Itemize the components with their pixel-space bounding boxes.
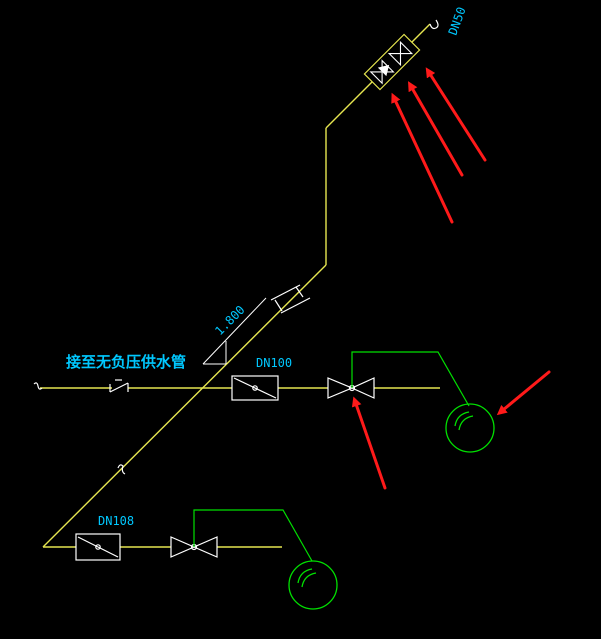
bottom-green-line <box>193 509 313 562</box>
break-mark-diagonal <box>117 464 126 475</box>
top-second-valve-icon <box>387 40 414 67</box>
pressure-tank-icon-bottom <box>288 560 338 610</box>
filter-box-icon-bottom <box>75 533 121 561</box>
elevation-marker <box>202 297 267 365</box>
filter-box-icon <box>231 375 279 401</box>
dn50-label: DN50 <box>446 5 469 37</box>
top-valve-frame <box>363 33 421 91</box>
dn100-label: DN100 <box>256 356 292 370</box>
top-valve-assembly <box>363 33 421 91</box>
pressure-tank-icon-middle <box>445 403 495 453</box>
gate-valve-icon-middle <box>327 377 375 399</box>
top-filled-valve-icon <box>377 64 390 77</box>
red-arrow-icon-4 <box>351 396 387 490</box>
dn108-label: DN108 <box>98 514 134 528</box>
red-arrow-icon-1 <box>391 92 454 224</box>
upper-diagonal-pipe <box>325 81 373 129</box>
top-diagonal-pipe <box>411 23 431 43</box>
pipe-network <box>40 23 440 548</box>
check-valve-icon <box>109 379 129 393</box>
break-mark-top <box>429 19 439 30</box>
elevation-label: 1.800 <box>212 303 247 338</box>
annotation-arrows <box>351 67 551 490</box>
pipe-break-marks <box>33 19 439 475</box>
pipe-crossing-marks <box>270 284 311 314</box>
red-arrow-icon-3 <box>425 67 487 162</box>
red-arrow-icon-2 <box>408 81 464 177</box>
supply-note-label: 接至无负压供水管 <box>66 353 186 371</box>
middle-green-line <box>351 351 470 407</box>
red-arrow-icon-5 <box>496 370 551 416</box>
break-mark-left <box>33 382 43 390</box>
main-diagonal-pipe <box>42 264 327 548</box>
